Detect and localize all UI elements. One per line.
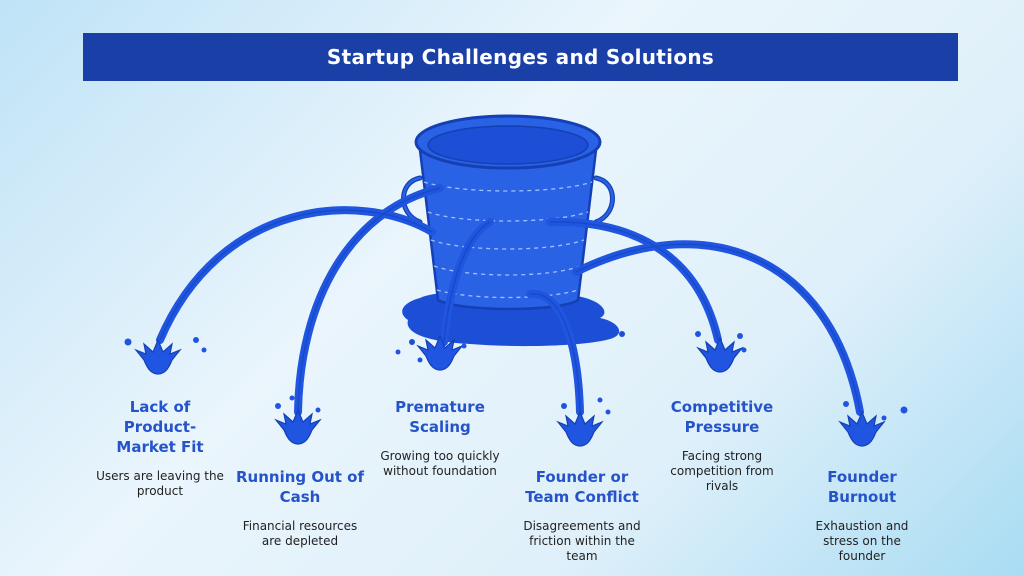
water-splash-icon: [275, 395, 321, 445]
challenge-heading: Running Out of Cash: [235, 468, 365, 506]
water-splash-icon: [395, 335, 467, 371]
challenge-heading: Premature Scaling: [395, 398, 485, 436]
challenge-description: Financial resources are depleted: [242, 519, 358, 548]
challenge-running-out-of-cash: Running Out of Cash Financial resources …: [232, 467, 368, 549]
bucket-body: [418, 148, 598, 311]
challenge-description: Users are leaving the product: [96, 469, 224, 498]
challenge-description: Exhaustion and stress on the founder: [815, 519, 909, 563]
challenge-premature-scaling: Premature Scaling Growing too quickly wi…: [370, 397, 510, 479]
challenge-heading: Lack of Product- Market Fit: [116, 398, 204, 456]
puddle-droplet: [619, 331, 625, 337]
challenge-heading: Founder or Team Conflict: [525, 468, 639, 506]
challenge-competitive-pressure: Competitive Pressure Facing strong compe…: [652, 397, 792, 494]
water-splash-icon: [695, 331, 747, 373]
bucket-rings: [423, 181, 593, 299]
challenge-description: Growing too quickly without foundation: [380, 449, 500, 478]
water-splash-icon: [839, 401, 908, 447]
challenge-team-conflict: Founder or Team Conflict Disagreements a…: [512, 467, 652, 564]
challenge-founder-burnout: Founder Burnout Exhaustion and stress on…: [792, 467, 932, 564]
challenge-description: Disagreements and friction within the te…: [523, 519, 641, 563]
challenge-description: Facing strong competition from rivals: [670, 449, 774, 493]
title-banner: Startup Challenges and Solutions: [83, 33, 958, 81]
puddle-droplet: [409, 339, 415, 345]
water-splash-icon: [557, 397, 611, 447]
challenge-product-market-fit: Lack of Product- Market Fit Users are le…: [90, 397, 230, 499]
challenge-heading: Competitive Pressure: [670, 398, 774, 436]
challenge-heading: Founder Burnout: [827, 468, 897, 506]
water-splash-icon: [124, 337, 207, 375]
page-title: Startup Challenges and Solutions: [326, 45, 715, 69]
